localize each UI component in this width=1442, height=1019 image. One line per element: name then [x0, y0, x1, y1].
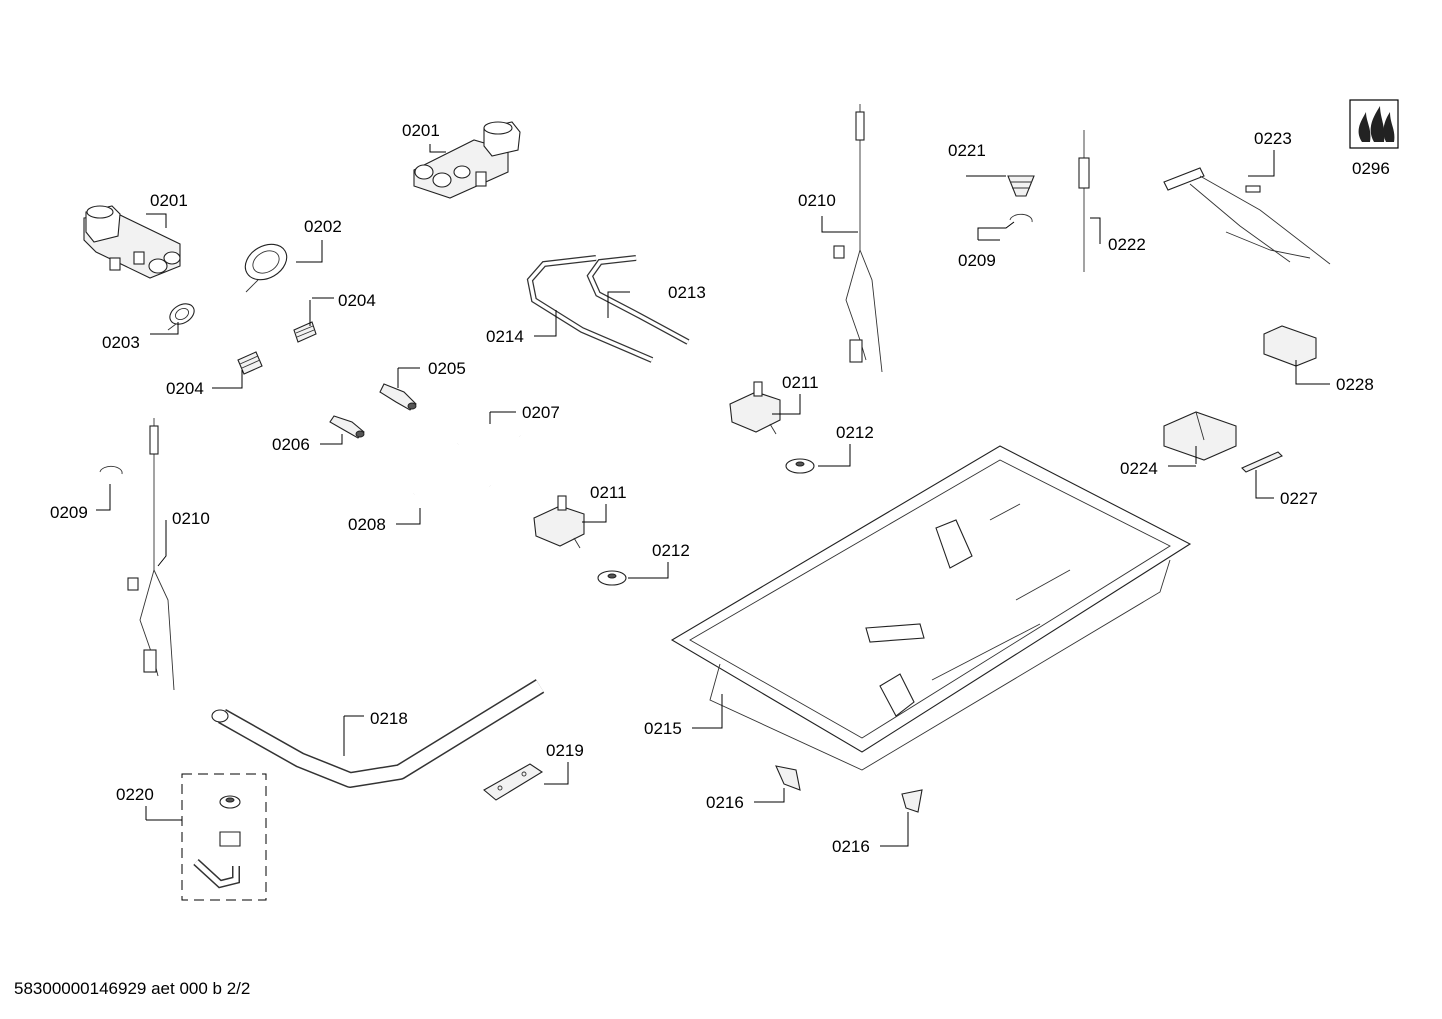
- electrode-0222[interactable]: [1078, 130, 1090, 272]
- ignition-switch-0211-mid[interactable]: [533, 495, 585, 549]
- pipe-0208[interactable]: [413, 470, 492, 496]
- pipe-0207[interactable]: [457, 416, 522, 446]
- label-0209-right[interactable]: 0209: [958, 251, 996, 270]
- tube-0214[interactable]: [526, 255, 654, 363]
- thermocouple-0210-right[interactable]: [833, 104, 883, 373]
- label-0201-left[interactable]: 0201: [150, 191, 188, 210]
- flame-symbol-0296: [1349, 99, 1399, 149]
- label-0207[interactable]: 0207: [522, 403, 560, 422]
- bracket-0227[interactable]: [1241, 451, 1283, 473]
- label-0210-top[interactable]: 0210: [798, 191, 836, 210]
- label-0212-top[interactable]: 0212: [836, 423, 874, 442]
- ignition-module-0224[interactable]: [1163, 411, 1237, 461]
- label-0210-left[interactable]: 0210: [172, 509, 210, 528]
- spring-0221[interactable]: [1007, 175, 1035, 197]
- label-0201-top[interactable]: 0201: [402, 121, 440, 140]
- connector-kit-0220[interactable]: [181, 773, 267, 901]
- clip-0209-left[interactable]: [99, 465, 123, 475]
- label-0211-mid[interactable]: 0211: [590, 483, 627, 502]
- label-0215[interactable]: 0215: [644, 719, 682, 738]
- part-labels: 0201 0201 0202 0203 0204 0204 0205 0206 …: [50, 121, 1390, 856]
- label-0204-a[interactable]: 0204: [338, 291, 376, 310]
- bottom-tray-0215[interactable]: [670, 445, 1192, 771]
- label-0213[interactable]: 0213: [668, 283, 706, 302]
- fitting-0206[interactable]: [329, 415, 365, 439]
- label-0203[interactable]: 0203: [102, 333, 140, 352]
- spring-0204-b[interactable]: [237, 351, 263, 375]
- gas-valve-block-0201-left[interactable]: [83, 205, 181, 279]
- clip-0209-right[interactable]: [1009, 213, 1033, 223]
- label-0227[interactable]: 0227: [1280, 489, 1318, 508]
- mounting-plate-0219[interactable]: [483, 763, 544, 801]
- thermocouple-0210-left[interactable]: [127, 418, 175, 691]
- tube-0213[interactable]: [586, 255, 690, 345]
- bracket-0216-a[interactable]: [775, 765, 801, 791]
- flame-disc-0202[interactable]: [239, 237, 293, 293]
- knob-washer-0212-mid[interactable]: [597, 570, 627, 586]
- leader-lines: [96, 144, 1330, 847]
- label-0214[interactable]: 0214: [486, 327, 524, 346]
- spring-0204-a[interactable]: [293, 321, 317, 343]
- label-0202[interactable]: 0202: [304, 217, 342, 236]
- document-footer-id: 58300000146929 aet 000 b 2/2: [14, 979, 251, 998]
- gas-pipe-0218[interactable]: [211, 679, 545, 788]
- ignition-module-0228[interactable]: [1263, 325, 1317, 367]
- label-0223[interactable]: 0223: [1254, 129, 1292, 148]
- knob-washer-0212-top[interactable]: [785, 458, 815, 474]
- label-0208[interactable]: 0208: [348, 515, 386, 534]
- label-0219[interactable]: 0219: [546, 741, 584, 760]
- label-0204-b[interactable]: 0204: [166, 379, 204, 398]
- fitting-0205[interactable]: [379, 383, 417, 411]
- label-0222[interactable]: 0222: [1108, 235, 1146, 254]
- label-0211-top[interactable]: 0211: [782, 373, 819, 392]
- label-0221[interactable]: 0221: [948, 141, 986, 160]
- small-disc-0203[interactable]: [166, 300, 198, 331]
- label-0218[interactable]: 0218: [370, 709, 408, 728]
- label-0220[interactable]: 0220: [116, 785, 154, 804]
- label-0212-mid[interactable]: 0212: [652, 541, 690, 560]
- bracket-0216-b[interactable]: [901, 789, 923, 813]
- label-0216-a[interactable]: 0216: [706, 793, 744, 812]
- label-0209-left[interactable]: 0209: [50, 503, 88, 522]
- wire-harness-0223[interactable]: [1163, 167, 1331, 265]
- label-0205[interactable]: 0205: [428, 359, 466, 378]
- ignition-switch-0211-top[interactable]: [729, 381, 781, 435]
- label-0216-b[interactable]: 0216: [832, 837, 870, 856]
- label-0228[interactable]: 0228: [1336, 375, 1374, 394]
- gas-valve-block-0201-top[interactable]: [413, 121, 521, 199]
- label-0224[interactable]: 0224: [1120, 459, 1158, 478]
- label-0296[interactable]: 0296: [1352, 159, 1390, 178]
- label-0206[interactable]: 0206: [272, 435, 310, 454]
